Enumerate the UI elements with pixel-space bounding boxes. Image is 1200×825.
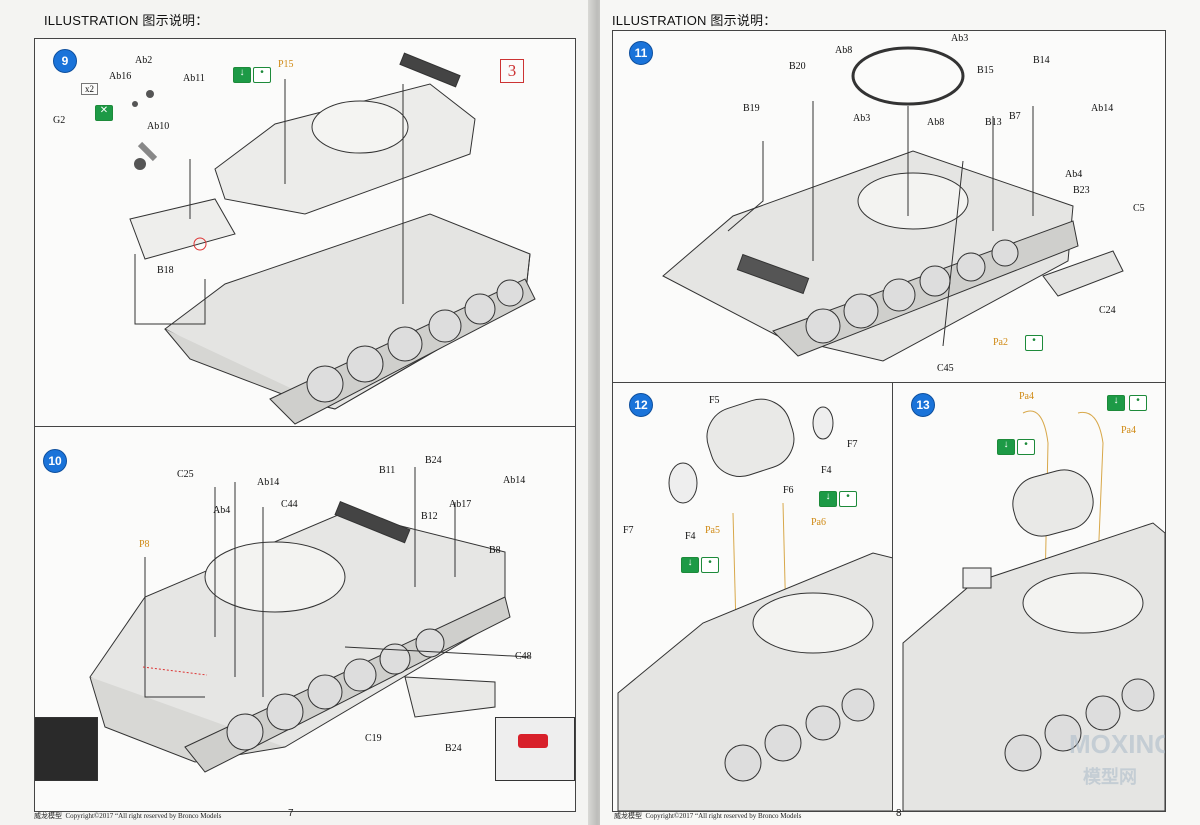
left-instruction-page: ILLUSTRATION 图示说明： xyxy=(0,0,592,825)
part-label: B12 xyxy=(421,511,438,522)
detail-photo-inset xyxy=(35,717,98,781)
step-12-panel: 12 F5 F7 F4 F6 F7 F4 Pa5 Pa6 ↓ • ↓ • xyxy=(612,382,894,812)
step-9-panel: 9 Ab2 Ab16 Ab11 x2 G2 Ab10 B18 P15 ↓ • ✕… xyxy=(34,38,576,428)
red-part-highlight xyxy=(518,734,548,748)
step-10-panel: 10 C25 Ab14 Ab4 C44 P8 B11 B24 Ab14 Ab17… xyxy=(34,426,576,812)
part-label: F4 xyxy=(685,531,696,542)
step-number-13: 13 xyxy=(911,393,935,417)
arrow-down-glue-icon: ↓ xyxy=(819,491,837,507)
part-label: Ab14 xyxy=(257,477,280,488)
page-number: 7 xyxy=(288,808,294,819)
part-label: B24 xyxy=(445,743,462,754)
part-label: Ab3 xyxy=(853,113,871,124)
part-label: B14 xyxy=(1033,55,1050,66)
part-label: C5 xyxy=(1133,203,1145,214)
footer-copyright: Copyright©2017 “All right reserved by Br… xyxy=(645,812,802,820)
step-13-panel: 13 Pa4 Pa4 ↓ • ↓ • MOXING 模型网 xyxy=(892,382,1166,812)
part-label: Ab11 xyxy=(183,73,205,84)
part-label: Ab14 xyxy=(503,475,526,486)
part-label: Ab14 xyxy=(1091,103,1114,114)
photo-etch-label: Pa4 xyxy=(1019,391,1034,402)
glue-dot-icon: • xyxy=(1129,395,1147,411)
part-label: Ab8 xyxy=(835,45,853,56)
step-12-drawing xyxy=(617,398,893,811)
page-header: ILLUSTRATION 图示说明： xyxy=(44,13,209,28)
glue-dot-icon: • xyxy=(1017,439,1035,455)
arrow-down-glue-icon: ↓ xyxy=(233,67,251,83)
glue-dot-icon: • xyxy=(1025,335,1043,351)
part-label: F5 xyxy=(709,395,720,406)
part-label: Ab10 xyxy=(147,121,170,132)
part-label: B18 xyxy=(157,265,174,276)
arrow-down-glue-icon: ↓ xyxy=(1107,395,1125,411)
glue-dot-icon: • xyxy=(701,557,719,573)
part-label: Ab17 xyxy=(449,499,472,510)
glue-apply-icon: ✕ xyxy=(95,105,113,121)
watermark-subtext: 模型网 xyxy=(1083,767,1137,787)
photo-etch-label: P8 xyxy=(139,539,150,550)
photo-etch-label: P15 xyxy=(278,59,294,70)
step-number-12: 12 xyxy=(629,393,653,417)
footer-copyright: Copyright©2017 “All right reserved by Br… xyxy=(65,812,222,820)
part-label: B23 xyxy=(1073,185,1090,196)
stage-marker: 3 xyxy=(500,59,524,83)
part-label: B20 xyxy=(789,61,806,72)
page-number: 8 xyxy=(896,808,902,819)
part-label: F6 xyxy=(783,485,794,496)
photo-etch-label: Pa6 xyxy=(811,517,826,528)
step-13-drawing xyxy=(902,410,1165,811)
part-label: B19 xyxy=(743,103,760,114)
part-label: C25 xyxy=(177,469,194,480)
part-label: C19 xyxy=(365,733,382,744)
glue-dot-icon: • xyxy=(839,491,857,507)
arrow-down-glue-icon: ↓ xyxy=(997,439,1015,455)
part-label: B15 xyxy=(977,65,994,76)
part-label: Ab3 xyxy=(951,33,969,44)
step-number-10: 10 xyxy=(43,449,67,473)
part-label: B24 xyxy=(425,455,442,466)
part-label: C48 xyxy=(515,651,532,662)
part-label: F7 xyxy=(847,439,858,450)
step-number-11: 11 xyxy=(629,41,653,65)
detail-photo-inset xyxy=(495,717,575,781)
part-label: Ab8 xyxy=(927,117,945,128)
step-11-drawing xyxy=(662,46,1124,362)
part-label: B7 xyxy=(1009,111,1021,122)
footer-brand: 威龙模型 xyxy=(34,812,62,820)
part-label: B13 xyxy=(985,117,1002,128)
glue-dot-icon: • xyxy=(253,67,271,83)
quantity-badge: x2 xyxy=(81,83,98,95)
photo-etch-label: Pa5 xyxy=(705,525,720,536)
photo-etch-label: Pa4 xyxy=(1121,425,1136,436)
part-label: C45 xyxy=(937,363,954,374)
part-label: C44 xyxy=(281,499,298,510)
page-header: ILLUSTRATION 图示说明： xyxy=(612,13,777,28)
part-label: Ab4 xyxy=(213,505,231,516)
part-label: G2 xyxy=(53,115,66,126)
part-label: B11 xyxy=(379,465,396,476)
part-label: Ab2 xyxy=(135,55,153,66)
photo-etch-label: Pa2 xyxy=(993,337,1008,348)
part-label: F4 xyxy=(821,465,832,476)
footer-brand: 威龙模型 xyxy=(614,812,642,820)
watermark-logo: MOXING xyxy=(1069,729,1166,759)
part-label: Ab4 xyxy=(1065,169,1083,180)
right-instruction-page: ILLUSTRATION 图示说明： 11 Ab8 Ab3 B20 B14 B1… xyxy=(600,0,1200,825)
part-label: C24 xyxy=(1099,305,1116,316)
part-label: Ab16 xyxy=(109,71,132,82)
arrow-down-glue-icon: ↓ xyxy=(681,557,699,573)
part-label: F7 xyxy=(623,525,634,536)
step-10-drawing xyxy=(89,467,531,773)
step-11-panel: 11 Ab8 Ab3 B20 B14 B15 Ab14 B19 Ab3 Ab8 … xyxy=(612,30,1166,384)
step-number-9: 9 xyxy=(53,49,77,73)
part-label: B8 xyxy=(489,545,501,556)
step-9-drawing xyxy=(129,52,536,425)
